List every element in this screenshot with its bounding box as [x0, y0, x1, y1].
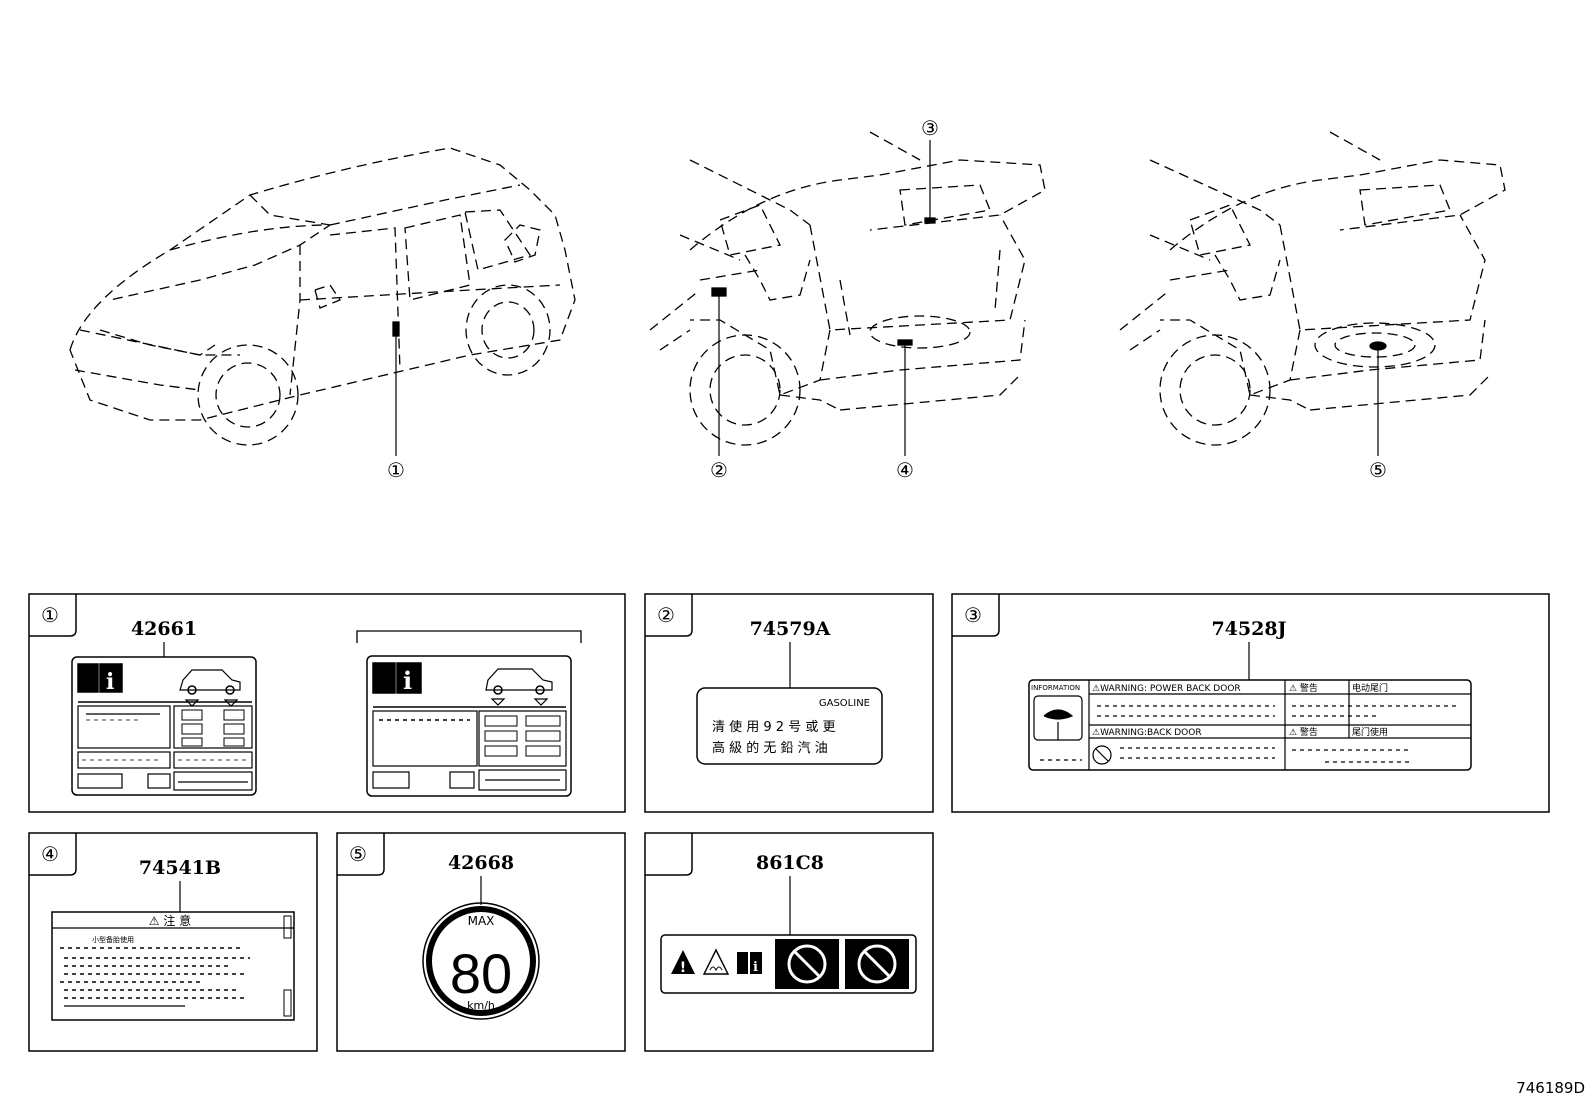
vehicle-rear-view-b	[1119, 131, 1506, 446]
label-74579A-brand: GASOLINE	[819, 698, 870, 709]
part-number-861C8: 861C8	[756, 852, 824, 874]
part-number-42668: 42668	[448, 852, 514, 874]
callout-4: ④	[896, 458, 914, 482]
diagram-id: 746189D	[1516, 1079, 1585, 1097]
spare-tire-label-marker-5	[1369, 341, 1387, 456]
label-74579A-line1: 清 使 用 9 2 号 或 更	[712, 719, 835, 735]
label-74541B-title: ⚠ 注 意	[149, 913, 191, 928]
vehicle-callouts: ① ② ③ ④ ⑤	[387, 116, 1387, 482]
svg-text:i: i	[106, 669, 114, 695]
label-74528J-cn-2: 尾门使用	[1352, 726, 1388, 738]
label-74541B: ⚠ 注 意 小型备胎使用	[51, 911, 295, 1021]
panel-3-badge: ③	[964, 603, 982, 627]
label-74528J-cn-1: 电动尾门	[1352, 682, 1388, 694]
label-74528J-jp-2: ⚠ 警告	[1289, 726, 1318, 738]
fuel-lid-label-marker-2	[711, 287, 727, 456]
svg-text:i: i	[753, 960, 758, 975]
callout-1: ①	[387, 458, 405, 482]
panel-2-badge: ②	[657, 603, 675, 627]
svg-text:!: !	[680, 960, 686, 976]
panel-2-frame	[644, 593, 934, 813]
vehicle-rear-view-a	[649, 131, 1046, 446]
manual-book-icon	[737, 952, 748, 974]
speed-sign-unit: km/h	[467, 999, 495, 1012]
panel-5-badge: ⑤	[349, 842, 367, 866]
svg-text:i: i	[403, 666, 412, 695]
label-74579A-line2: 高 級 的 无 鉛 汽 油	[712, 740, 828, 756]
panel-6-frame	[644, 832, 934, 1052]
part-number-74528J: 74528J	[1211, 618, 1286, 640]
speed-sign-value: 80	[450, 942, 512, 1005]
door-label-marker-1	[392, 321, 400, 456]
vehicle-front-view	[69, 147, 576, 446]
panel-1-badge: ①	[41, 603, 59, 627]
panel-3-frame	[951, 593, 1550, 813]
back-door-label-marker-3	[924, 140, 936, 224]
panel-1-frame	[28, 593, 626, 813]
label-74528J-jp-1: ⚠ 警告	[1289, 682, 1318, 694]
label-861C8: ! i	[660, 934, 917, 994]
label-74528J	[1028, 679, 1472, 771]
callout-5: ⑤	[1369, 458, 1387, 482]
label-74528J-warning-2: ⚠WARNING:BACK DOOR	[1092, 728, 1202, 738]
label-42661-primary: i	[71, 656, 257, 796]
label-74528J-information: INFORMATION	[1031, 684, 1080, 692]
speed-sign-max: MAX	[468, 914, 495, 928]
label-42668-speed-sign: MAX 80 km/h	[422, 902, 540, 1020]
panel-5-frame	[336, 832, 626, 1052]
warning-triangle-icon	[671, 950, 695, 974]
part-number-74541B: 74541B	[139, 857, 221, 879]
callout-2: ②	[710, 458, 728, 482]
part-number-74579A: 74579A	[750, 618, 831, 640]
label-74579A: GASOLINE 清 使 用 9 2 号 或 更 高 級 的 无 鉛 汽 油	[696, 687, 883, 765]
label-42661-variant: i	[366, 655, 572, 797]
panel-4-frame	[28, 832, 318, 1052]
cargo-label-marker-4	[897, 339, 913, 456]
hot-surface-icon	[702, 948, 730, 975]
label-42661-variant-bracket	[356, 630, 582, 643]
label-74541B-subtitle: 小型备胎使用	[92, 935, 134, 944]
panel-4-badge: ④	[41, 842, 59, 866]
label-74528J-warning-1: ⚠WARNING: POWER BACK DOOR	[1092, 684, 1241, 694]
callout-3: ③	[921, 116, 939, 140]
part-number-42661: 42661	[131, 618, 197, 640]
